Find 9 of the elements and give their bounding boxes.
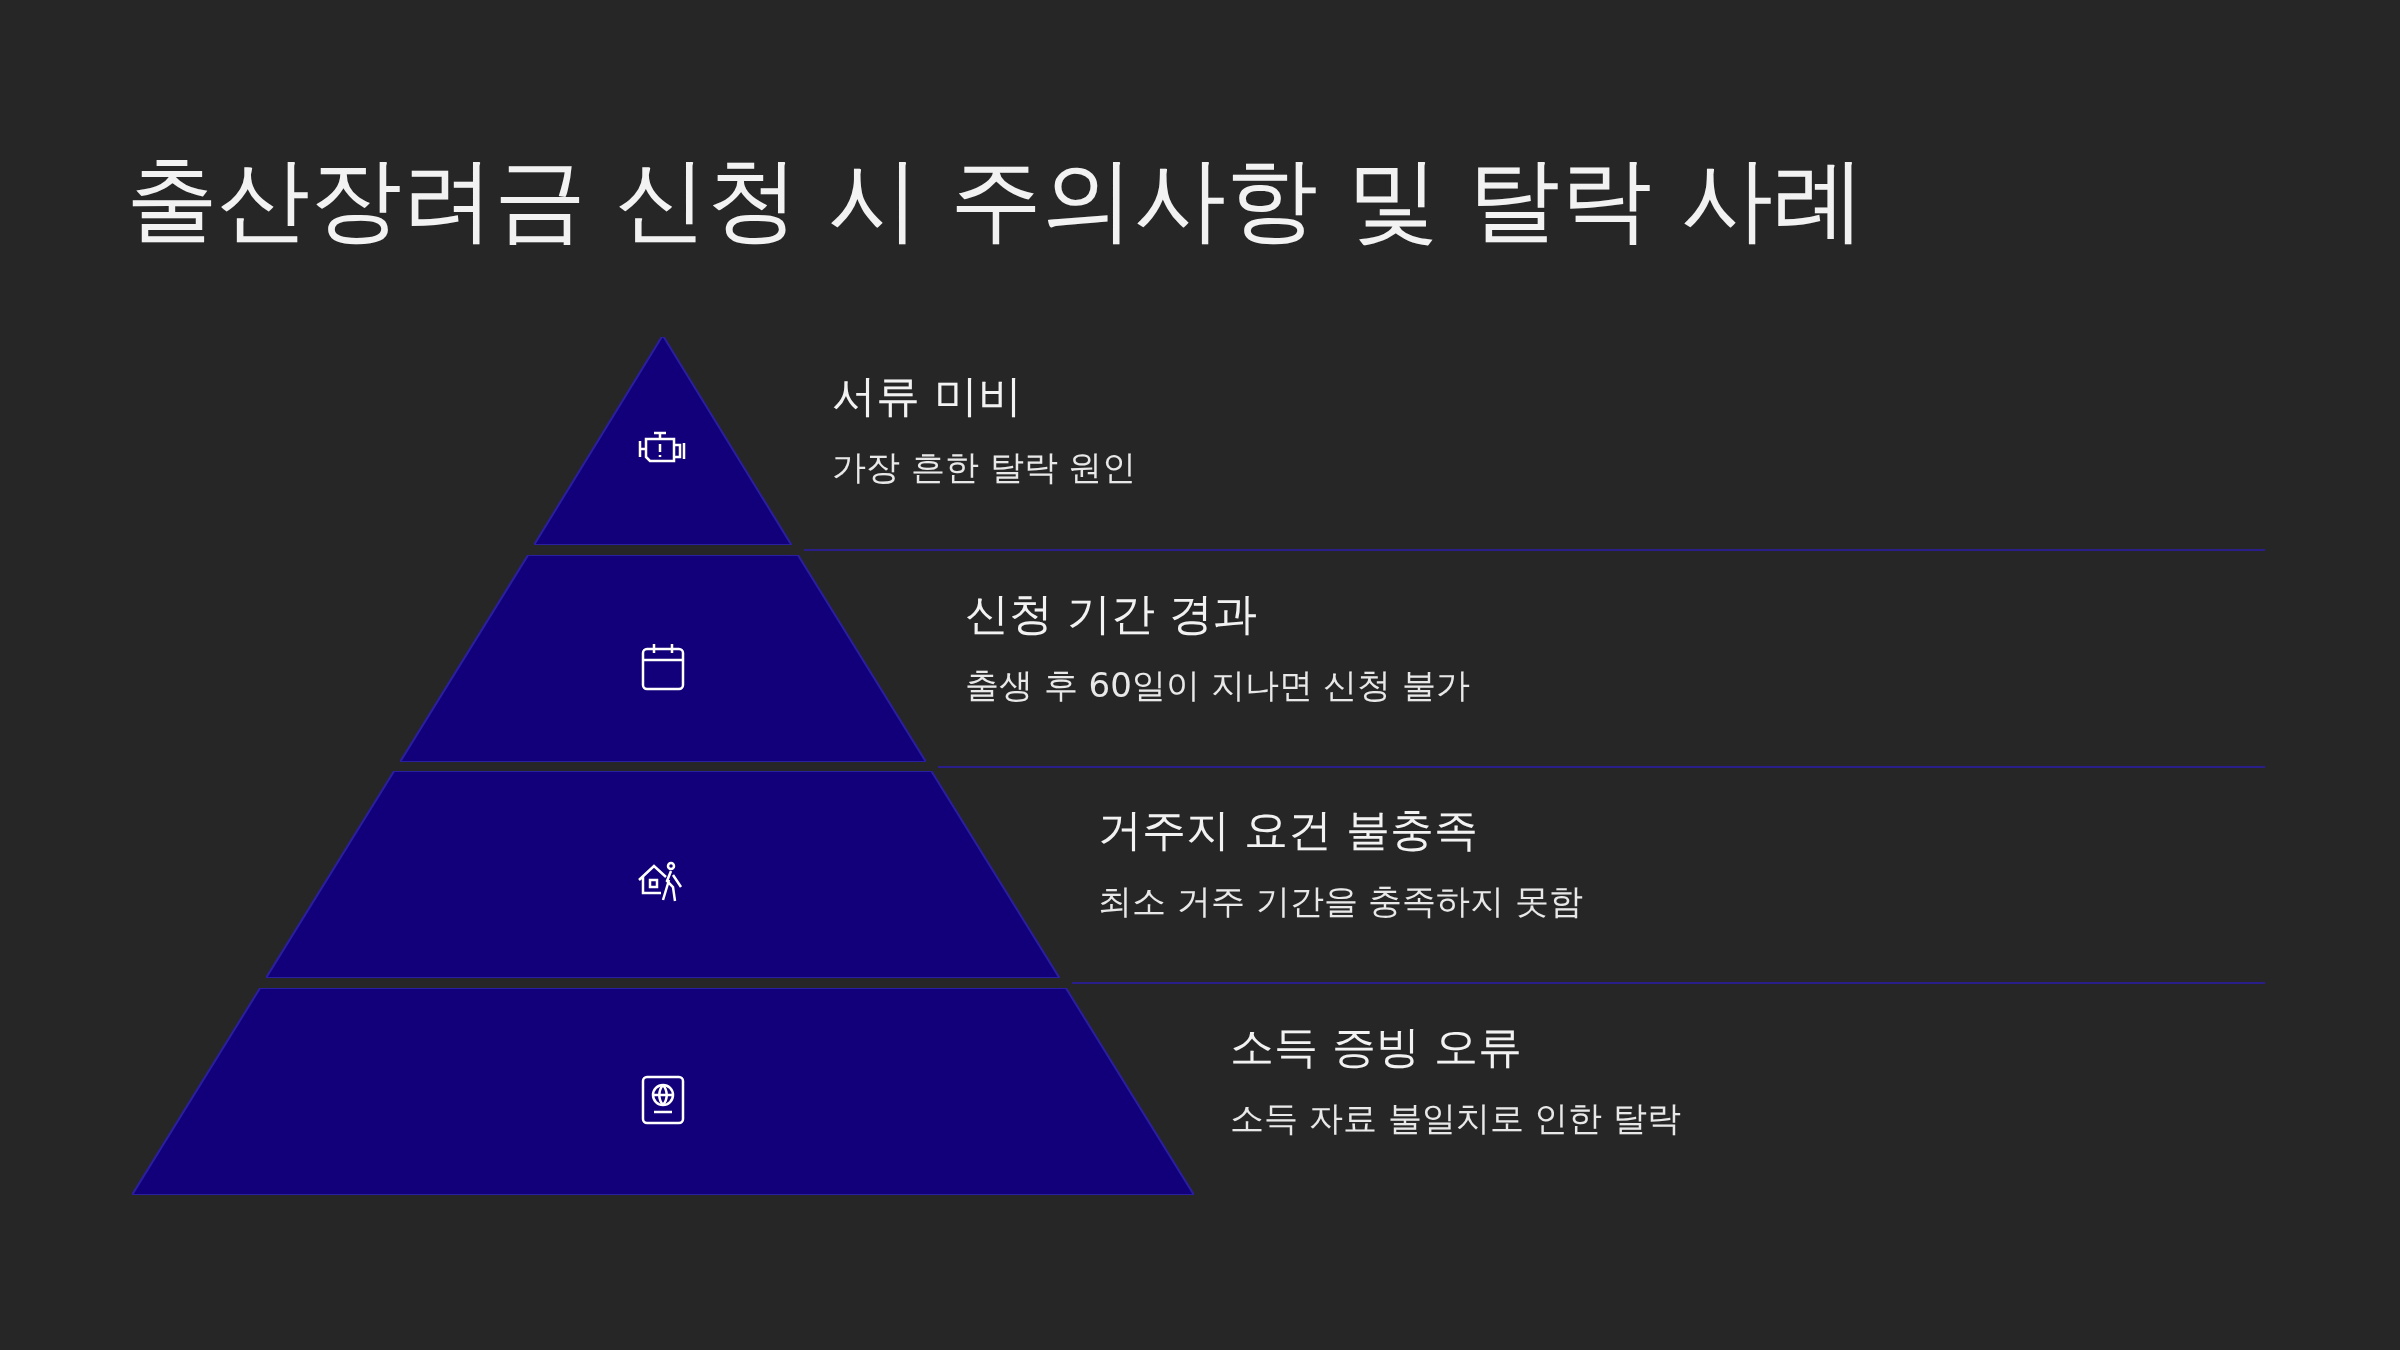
tier-heading: 거주지 요건 불충족	[1098, 803, 1478, 857]
tier-heading: 서류 미비	[832, 369, 1022, 423]
tier-description: 출생 후 60일이 지나면 신청 불가	[965, 664, 1471, 706]
tier-description: 소득 자료 불일치로 인한 탈락	[1230, 1097, 1682, 1139]
tier-description: 최소 거주 기간을 충족하지 못함	[1098, 880, 1584, 922]
tier-description: 가장 흔한 탈락 원인	[832, 447, 1137, 488]
title: 출산장려금 신청 시 주의사항 및 탈락 사례	[126, 145, 1866, 255]
tier-heading: 신청 기간 경과	[965, 587, 1257, 641]
tier-heading: 소득 증빙 오류	[1230, 1020, 1522, 1074]
